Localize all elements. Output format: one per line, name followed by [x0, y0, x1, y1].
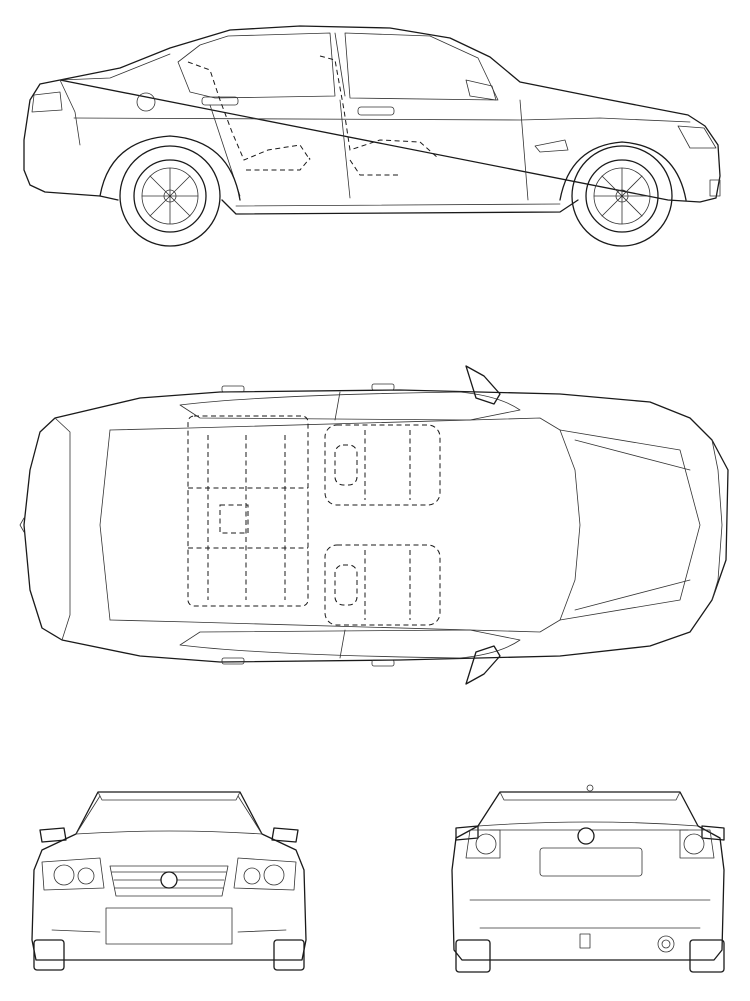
side-front-wheel [559, 141, 687, 247]
side-doors [201, 79, 569, 201]
top-mirrors [221, 365, 501, 685]
front-mirrors [39, 827, 299, 843]
front-view [31, 791, 307, 971]
top-cabin [109, 391, 701, 659]
rear-bumper-tip [19, 517, 25, 533]
front-body-outline [31, 791, 307, 961]
top-view [19, 365, 729, 685]
exhaust-pipe [657, 935, 675, 953]
rear-lights [465, 829, 715, 859]
rear-tyres [455, 939, 725, 973]
license-plate-recess [539, 847, 643, 877]
rear-badge-icon [577, 827, 595, 845]
front-badge-icon [160, 871, 178, 889]
side-windows [177, 32, 499, 101]
side-seats-dashed [187, 55, 439, 176]
side-body-outline [23, 25, 721, 215]
side-view [23, 25, 721, 247]
rear-trunk [469, 827, 711, 953]
top-seats-dashed [187, 415, 441, 626]
side-front-light [677, 125, 721, 197]
top-body-outline [23, 389, 729, 663]
side-rear-light [31, 91, 156, 113]
front-grille [51, 865, 287, 945]
front-headlights [41, 857, 297, 891]
front-tyres [33, 939, 305, 971]
rear-view [451, 784, 725, 973]
side-rear-wheel [99, 135, 241, 247]
